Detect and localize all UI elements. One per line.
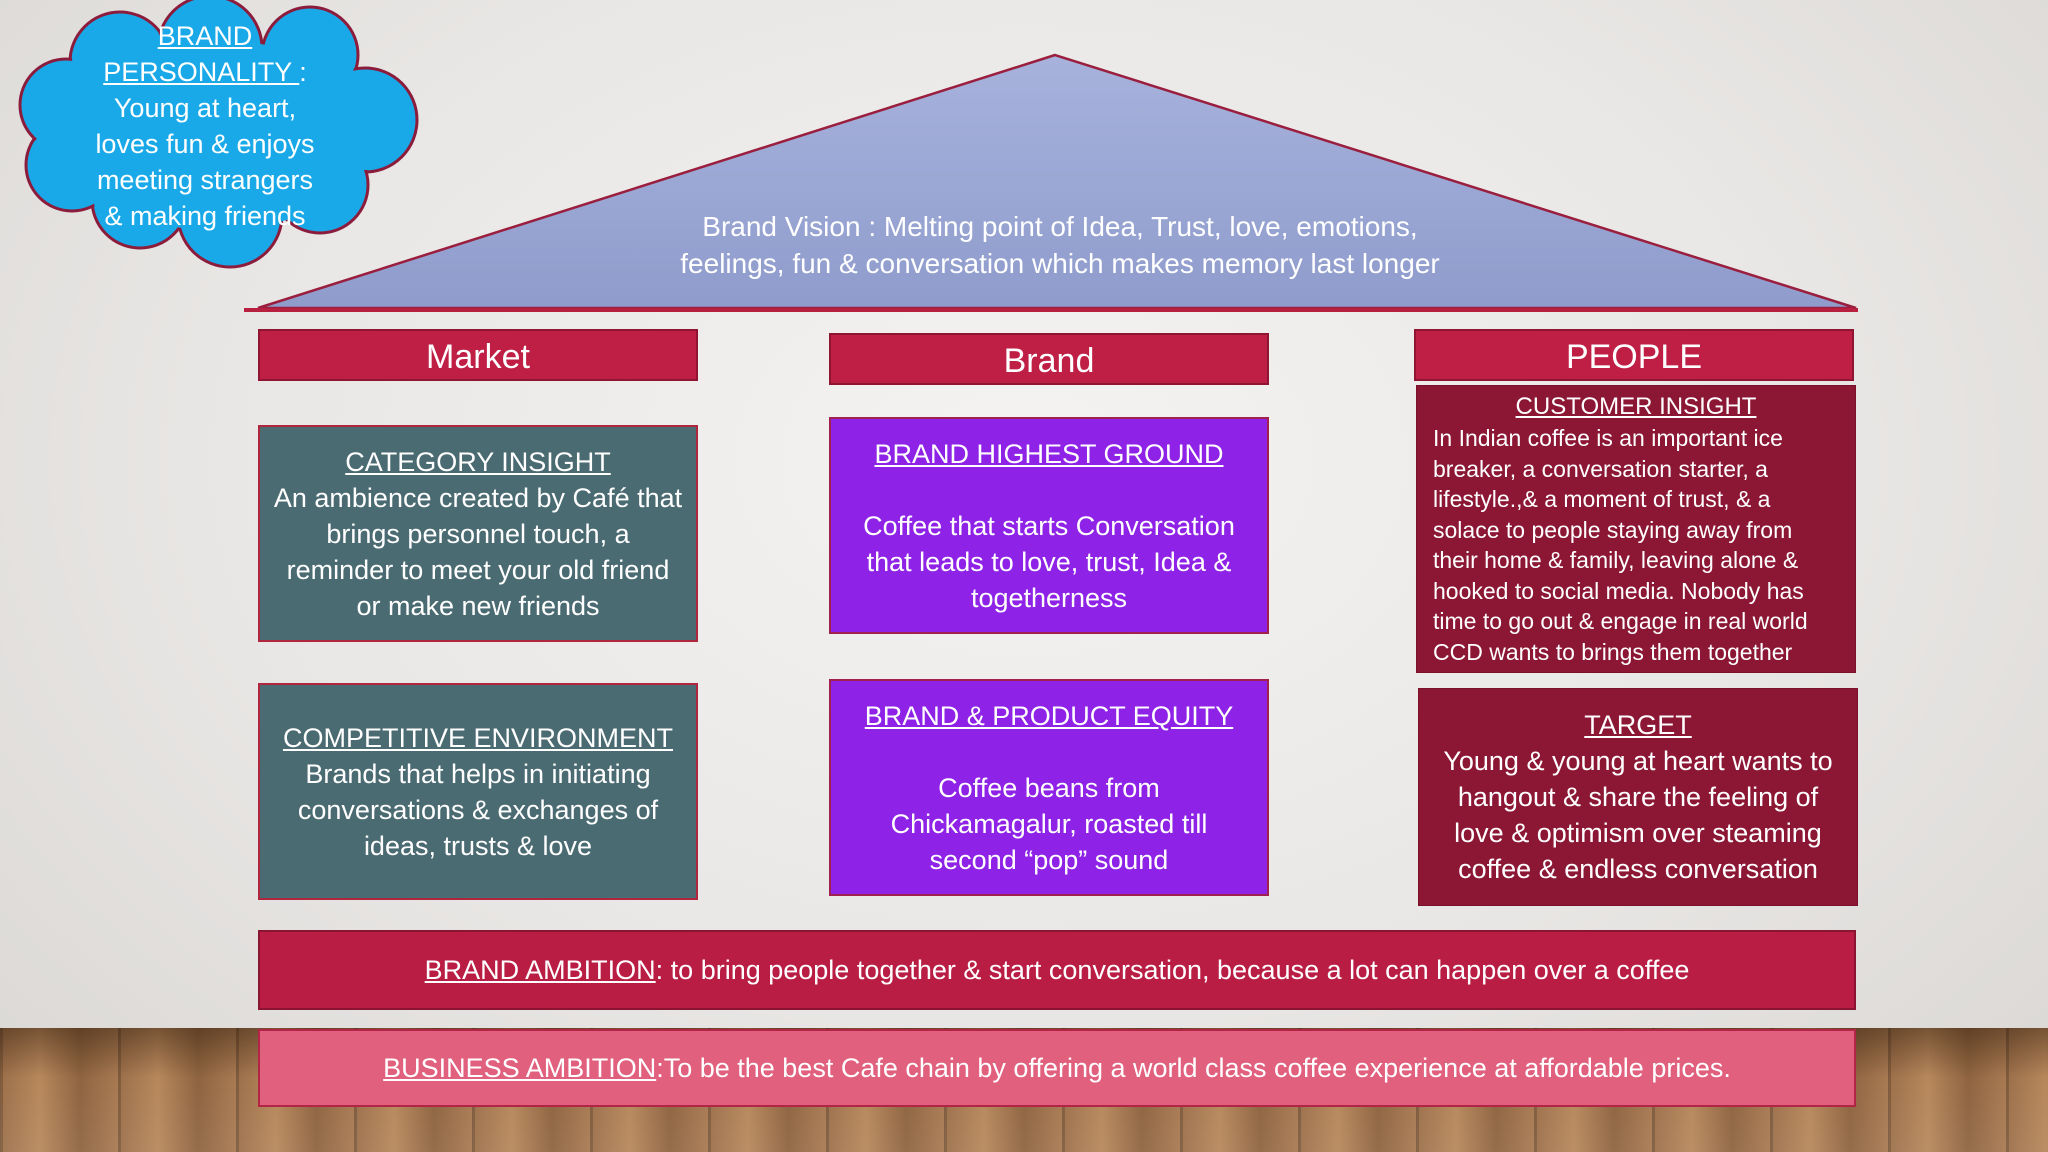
- business-ambition-text: :To be the best Cafe chain by offering a…: [656, 1052, 1731, 1083]
- category-insight-box: CATEGORY INSIGHT An ambience created by …: [258, 425, 698, 642]
- brand-ambition-label: BRAND AMBITION: [424, 954, 656, 985]
- brand-personality-line-4: & making friends: [104, 201, 306, 231]
- brand-personality-line-1: Young at heart,: [113, 93, 297, 123]
- brand-vision: Brand Vision : Melting point of Idea, Tr…: [560, 208, 1560, 282]
- target-body: Young & young at heart wants to hangout …: [1443, 746, 1833, 884]
- competitive-environment-box: COMPETITIVE ENVIRONMENT Brands that help…: [258, 683, 698, 900]
- category-insight-title: CATEGORY INSIGHT: [345, 446, 611, 477]
- business-ambition-band: BUSINESS AMBITION :To be the best Cafe c…: [258, 1029, 1856, 1107]
- brand-ambition-text: : to bring people together & start conve…: [655, 954, 1690, 985]
- target-box: TARGET Young & young at heart wants to h…: [1418, 688, 1858, 906]
- market-header: Market: [258, 329, 698, 381]
- brand-vision-line-1: Brand Vision : Melting point of Idea, Tr…: [702, 211, 1418, 242]
- customer-insight-title: CUSTOMER INSIGHT: [1515, 393, 1757, 420]
- people-header: PEOPLE: [1414, 329, 1854, 381]
- brand-vision-line-2: feelings, fun & conversation which makes…: [680, 248, 1440, 279]
- brand-product-equity-box: BRAND & PRODUCT EQUITY Coffee beans from…: [829, 679, 1269, 896]
- brand-personality-line-3: meeting strangers: [96, 165, 314, 195]
- category-insight-body: An ambience created by Café that brings …: [273, 482, 683, 621]
- cloud-shape: [18, 0, 419, 269]
- brand-personality-colon: :: [299, 57, 307, 87]
- business-ambition-label: BUSINESS AMBITION: [383, 1052, 657, 1083]
- customer-insight-body: In Indian coffee is an important ice bre…: [1433, 425, 1808, 665]
- competitive-environment-body: Brands that helps in initiating conversa…: [297, 758, 659, 861]
- brand-header: Brand: [829, 333, 1269, 385]
- brand-highest-ground-body: Coffee that starts Conversation that lea…: [863, 510, 1235, 613]
- brand-personality-title-1: BRAND: [157, 21, 253, 51]
- brand-personality-title-2-text: PERSONALITY: [103, 57, 300, 87]
- brand-ambition-band: BRAND AMBITION : to bring people togethe…: [258, 930, 1856, 1010]
- target-title: TARGET: [1584, 710, 1692, 740]
- brand-product-equity-body: Coffee beans from Chickamagalur, roasted…: [890, 772, 1208, 875]
- customer-insight-box: CUSTOMER INSIGHT In Indian coffee is an …: [1416, 385, 1856, 673]
- competitive-environment-title: COMPETITIVE ENVIRONMENT: [282, 722, 674, 753]
- brand-highest-ground-title: BRAND HIGHEST GROUND: [874, 438, 1224, 469]
- house-roof: [244, 53, 1858, 312]
- brand-personality: BRAND PERSONALITY : Young at heart, love…: [60, 18, 350, 234]
- brand-product-equity-title: BRAND & PRODUCT EQUITY: [864, 700, 1234, 731]
- brand-personality-line-2: loves fun & enjoys: [95, 129, 315, 159]
- brand-personality-title-2: PERSONALITY :: [60, 54, 350, 90]
- brand-highest-ground-box: BRAND HIGHEST GROUND Coffee that starts …: [829, 417, 1269, 634]
